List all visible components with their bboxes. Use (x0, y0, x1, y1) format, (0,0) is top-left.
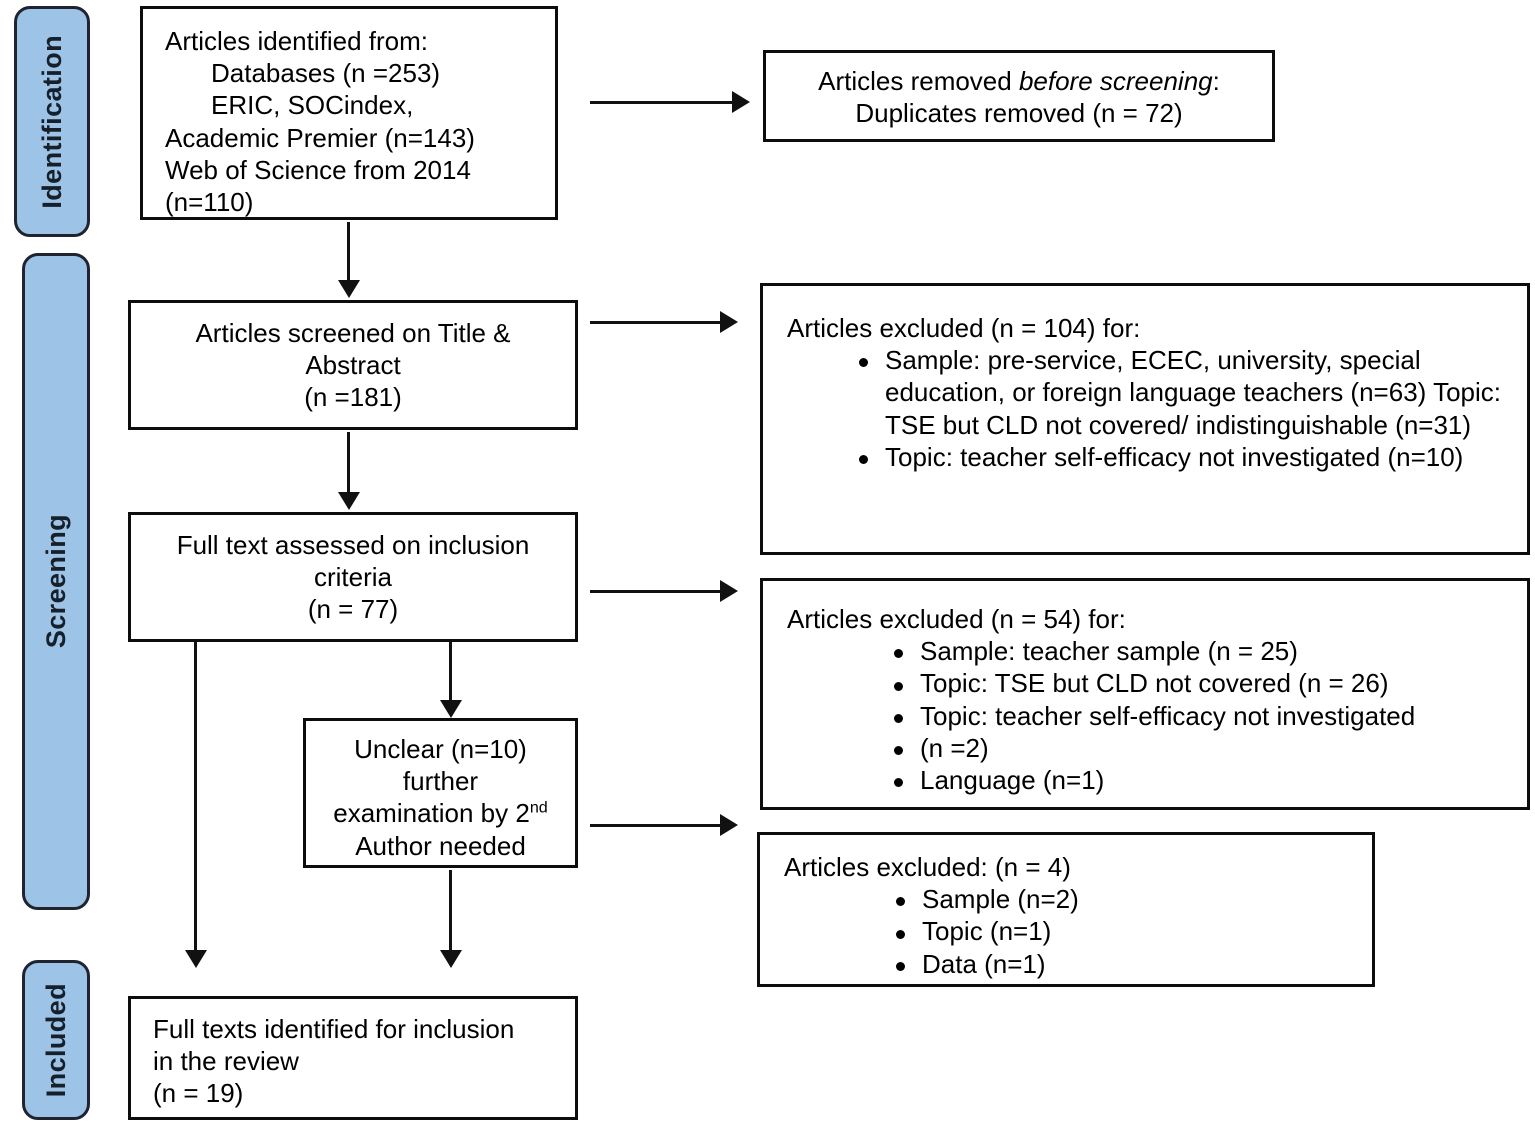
arrowhead-identified-to-removed (732, 91, 750, 113)
connector-screened-to-excluded104 (590, 321, 720, 324)
arrowhead-identified-to-screened (338, 280, 360, 298)
list-item: Topic (n=1) (884, 915, 1356, 947)
box-removed-before-screening: Articles removed before screening: Dupli… (763, 50, 1275, 142)
list-item: Sample: pre-service, ECEC, university, s… (847, 344, 1511, 441)
box-excluded-104: Articles excluded (n = 104) for: Sample:… (760, 283, 1530, 555)
box-unclear-further-examination: Unclear (n=10) further examination by 2n… (303, 718, 578, 868)
identified-line2: Databases (n =253) (211, 58, 441, 89)
list-item: Sample (n=2) (884, 883, 1356, 915)
unclear-line2: further (402, 766, 479, 797)
stage-label-screening: Screening (40, 514, 71, 649)
arrowhead-screened-to-excluded104 (720, 311, 738, 333)
connector-fulltext-to-excluded54 (590, 590, 720, 593)
arrowhead-screened-to-fulltext (338, 492, 360, 510)
connector-unclear-to-excluded4 (590, 824, 720, 827)
excluded4-heading: Articles excluded: (n = 4) (784, 852, 1071, 882)
arrowhead-unclear-to-included (440, 950, 462, 968)
identified-line1: Articles identified from: (165, 26, 428, 56)
list-item: Language (n=1) (882, 764, 1511, 796)
arrowhead-fulltext-to-included (185, 950, 207, 968)
removed-line1: Articles removed before screening: (818, 66, 1220, 96)
screened-line1: Articles screened on Title & (195, 318, 511, 348)
unclear-line3: examination by 2nd (333, 798, 548, 829)
box-excluded-4: Articles excluded: (n = 4) Sample (n=2) … (757, 832, 1375, 987)
excluded54-heading: Articles excluded (n = 54) for: (787, 604, 1126, 634)
identified-line5: Web of Science from 2014 (165, 154, 471, 185)
box-articles-screened: Articles screened on Title & Abstract (n… (128, 300, 578, 430)
removed-line1-italic: before screening (1018, 66, 1213, 96)
list-item: Sample: teacher sample (n = 25) (882, 635, 1511, 667)
connector-identified-to-removed (590, 101, 732, 104)
arrowhead-fulltext-to-unclear (440, 700, 462, 718)
excluded54-list: Sample: teacher sample (n = 25) Topic: T… (882, 635, 1511, 796)
included-line2: in the review (153, 1046, 299, 1077)
included-line1: Full texts identified for inclusion (153, 1014, 515, 1044)
unclear-line4: Author needed (355, 830, 526, 861)
screened-line3: (n =181) (304, 382, 402, 413)
box-fulltext-assessed: Full text assessed on inclusion criteria… (128, 512, 578, 642)
unclear-ordinal-suffix: nd (529, 798, 548, 817)
connector-fulltext-to-included (194, 642, 197, 952)
box-excluded-54: Articles excluded (n = 54) for: Sample: … (760, 578, 1530, 810)
screened-line2: Abstract (305, 350, 401, 381)
excluded4-list: Sample (n=2) Topic (n=1) Data (n=1) (884, 883, 1356, 980)
stage-rail-screening: Screening (22, 253, 90, 910)
list-item: (n =2) (882, 732, 1511, 764)
removed-line2: Duplicates removed (n = 72) (855, 98, 1183, 129)
arrowhead-fulltext-to-excluded54 (720, 580, 738, 602)
identified-line6: (n=110) (165, 187, 254, 218)
fulltext-line3: (n = 77) (307, 594, 399, 625)
included-line3: (n = 19) (153, 1078, 244, 1109)
excluded104-heading: Articles excluded (n = 104) for: (787, 313, 1141, 343)
fulltext-line2: criteria (313, 562, 392, 593)
stage-rail-included: Included (22, 960, 90, 1120)
list-item: Data (n=1) (884, 948, 1356, 980)
identified-line4: Academic Premier (n=143) (165, 122, 475, 153)
list-item: Topic: teacher self-efficacy not investi… (847, 441, 1511, 473)
stage-rail-identification: Identification (14, 6, 90, 237)
excluded104-list: Sample: pre-service, ECEC, university, s… (847, 344, 1511, 473)
stage-label-identification: Identification (36, 34, 67, 209)
connector-fulltext-to-unclear (449, 642, 452, 702)
box-articles-identified: Articles identified from: Databases (n =… (140, 6, 558, 220)
unclear-line1: Unclear (n=10) (354, 734, 527, 764)
list-item: Topic: teacher self-efficacy not investi… (882, 700, 1511, 732)
arrowhead-unclear-to-excluded4 (720, 814, 738, 836)
connector-identified-to-screened (347, 222, 350, 282)
box-included-final: Full texts identified for inclusion in t… (128, 996, 578, 1120)
connector-screened-to-fulltext (347, 432, 350, 494)
connector-unclear-to-included (449, 870, 452, 952)
fulltext-line1: Full text assessed on inclusion (176, 530, 530, 560)
stage-label-included: Included (40, 982, 71, 1098)
identified-line3: ERIC, SOCindex, (211, 90, 414, 121)
list-item: Topic: TSE but CLD not covered (n = 26) (882, 667, 1511, 699)
